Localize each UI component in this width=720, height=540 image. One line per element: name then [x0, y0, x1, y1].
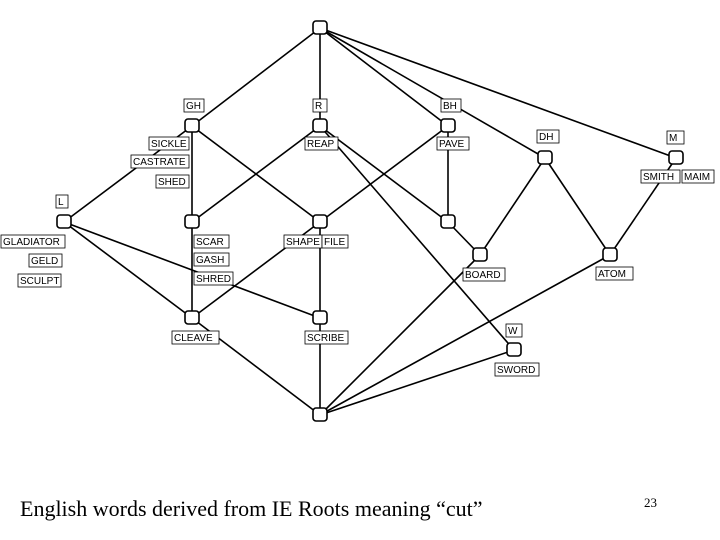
lbl-r: R: [315, 101, 322, 112]
node-atom: [602, 247, 618, 262]
edge-top-gh: [191, 27, 321, 127]
node-gh: [184, 118, 200, 133]
lbl-castrate-box: [130, 154, 190, 169]
edge-dh-atom: [544, 157, 611, 256]
lbl-sculpt-box: [17, 273, 62, 288]
node-m: [668, 150, 684, 165]
lbl-gh-box: [183, 98, 205, 113]
edge-dh-board: [479, 157, 546, 256]
lbl-shred-box: [193, 271, 234, 286]
lbl-dh: DH: [539, 132, 553, 143]
label-texts: GH R BH DH M SICKLE CASTRATE SHED REAP PAVE SMITH M…: [3, 101, 710, 376]
node-l: [56, 214, 72, 229]
edge-top-m: [319, 27, 677, 159]
lbl-scribe-box: [304, 330, 349, 345]
lbl-w-box: [505, 323, 523, 338]
lbl-sword-box: [494, 362, 540, 377]
lbl-smith-box: [640, 169, 681, 184]
lbl-gash: GASH: [196, 255, 224, 266]
edge-sword-bottom: [319, 349, 515, 416]
lbl-atom: ATOM: [598, 269, 626, 280]
node-top: [312, 20, 328, 35]
lbl-pave-box: [436, 136, 470, 151]
lbl-smith: SMITH: [643, 172, 674, 183]
lbl-gladiator: GLADIATOR: [3, 237, 60, 248]
lbl-reap: REAP: [307, 139, 335, 150]
lbl-bh-box: [440, 98, 462, 113]
lbl-shed: SHED: [158, 177, 186, 188]
edge-top-dh: [319, 27, 546, 159]
lbl-gash-box: [193, 252, 230, 267]
lbl-l-box: [55, 194, 69, 209]
lbl-file: FILE: [324, 237, 345, 248]
node-dh: [537, 150, 553, 165]
lbl-maim-box: [681, 169, 715, 184]
edge-r-n1: [191, 125, 321, 223]
label-boxes: [0, 98, 715, 377]
lbl-pave: PAVE: [439, 139, 465, 150]
node-n3: [440, 214, 456, 229]
lbl-shred: SHRED: [196, 274, 231, 285]
node-bottom: [312, 407, 328, 422]
lbl-castrate: CASTRATE: [133, 157, 186, 168]
lbl-gh: GH: [186, 101, 201, 112]
lbl-r-box: [312, 98, 328, 113]
lbl-m: M: [669, 133, 677, 144]
page-number: 23: [644, 495, 657, 510]
lbl-atom-box: [595, 266, 634, 281]
lbl-shed-box: [155, 174, 190, 189]
lbl-w: W: [508, 326, 518, 337]
lbl-sculpt: SCULPT: [20, 276, 59, 287]
node-r: [312, 118, 328, 133]
edge-board-bottom: [319, 254, 481, 416]
lbl-m-box: [666, 130, 685, 145]
lattice-edges: [63, 27, 677, 416]
lbl-geld: GELD: [31, 256, 58, 267]
slide-caption: English words derived from IE Roots mean…: [20, 496, 483, 521]
edge-r-sword: [319, 125, 515, 351]
node-cleave: [184, 310, 200, 325]
lbl-scar-box: [193, 234, 230, 249]
lbl-file-box: [321, 234, 349, 249]
lbl-gladiator-box: [0, 234, 66, 249]
lbl-geld-box: [28, 253, 63, 268]
lbl-l: L: [58, 197, 64, 208]
lbl-board: BOARD: [465, 270, 501, 281]
node-bh: [440, 118, 456, 133]
node-n2: [312, 214, 328, 229]
lbl-sickle: SICKLE: [151, 139, 187, 150]
edge-atom-bottom: [319, 254, 611, 416]
lbl-board-box: [462, 267, 506, 282]
lbl-shape: SHAPE: [286, 237, 320, 248]
edge-l-cleave: [63, 221, 193, 319]
lbl-scar: SCAR: [196, 237, 224, 248]
lbl-sickle-box: [148, 136, 190, 151]
edge-bh-n2: [319, 125, 449, 223]
lbl-reap-box: [304, 136, 339, 151]
node-n1: [184, 214, 200, 229]
lbl-cleave: CLEAVE: [174, 333, 213, 344]
node-scribe: [312, 310, 328, 325]
lbl-sword: SWORD: [497, 365, 535, 376]
lbl-scribe: SCRIBE: [307, 333, 345, 344]
node-board: [472, 247, 488, 262]
edge-top-bh: [319, 27, 449, 127]
lbl-bh: BH: [443, 101, 457, 112]
lbl-cleave-box: [171, 330, 220, 345]
lbl-dh-box: [536, 129, 560, 144]
lbl-maim: MAIM: [684, 172, 710, 183]
lattice-nodes: [56, 20, 684, 422]
node-sword: [506, 342, 522, 357]
